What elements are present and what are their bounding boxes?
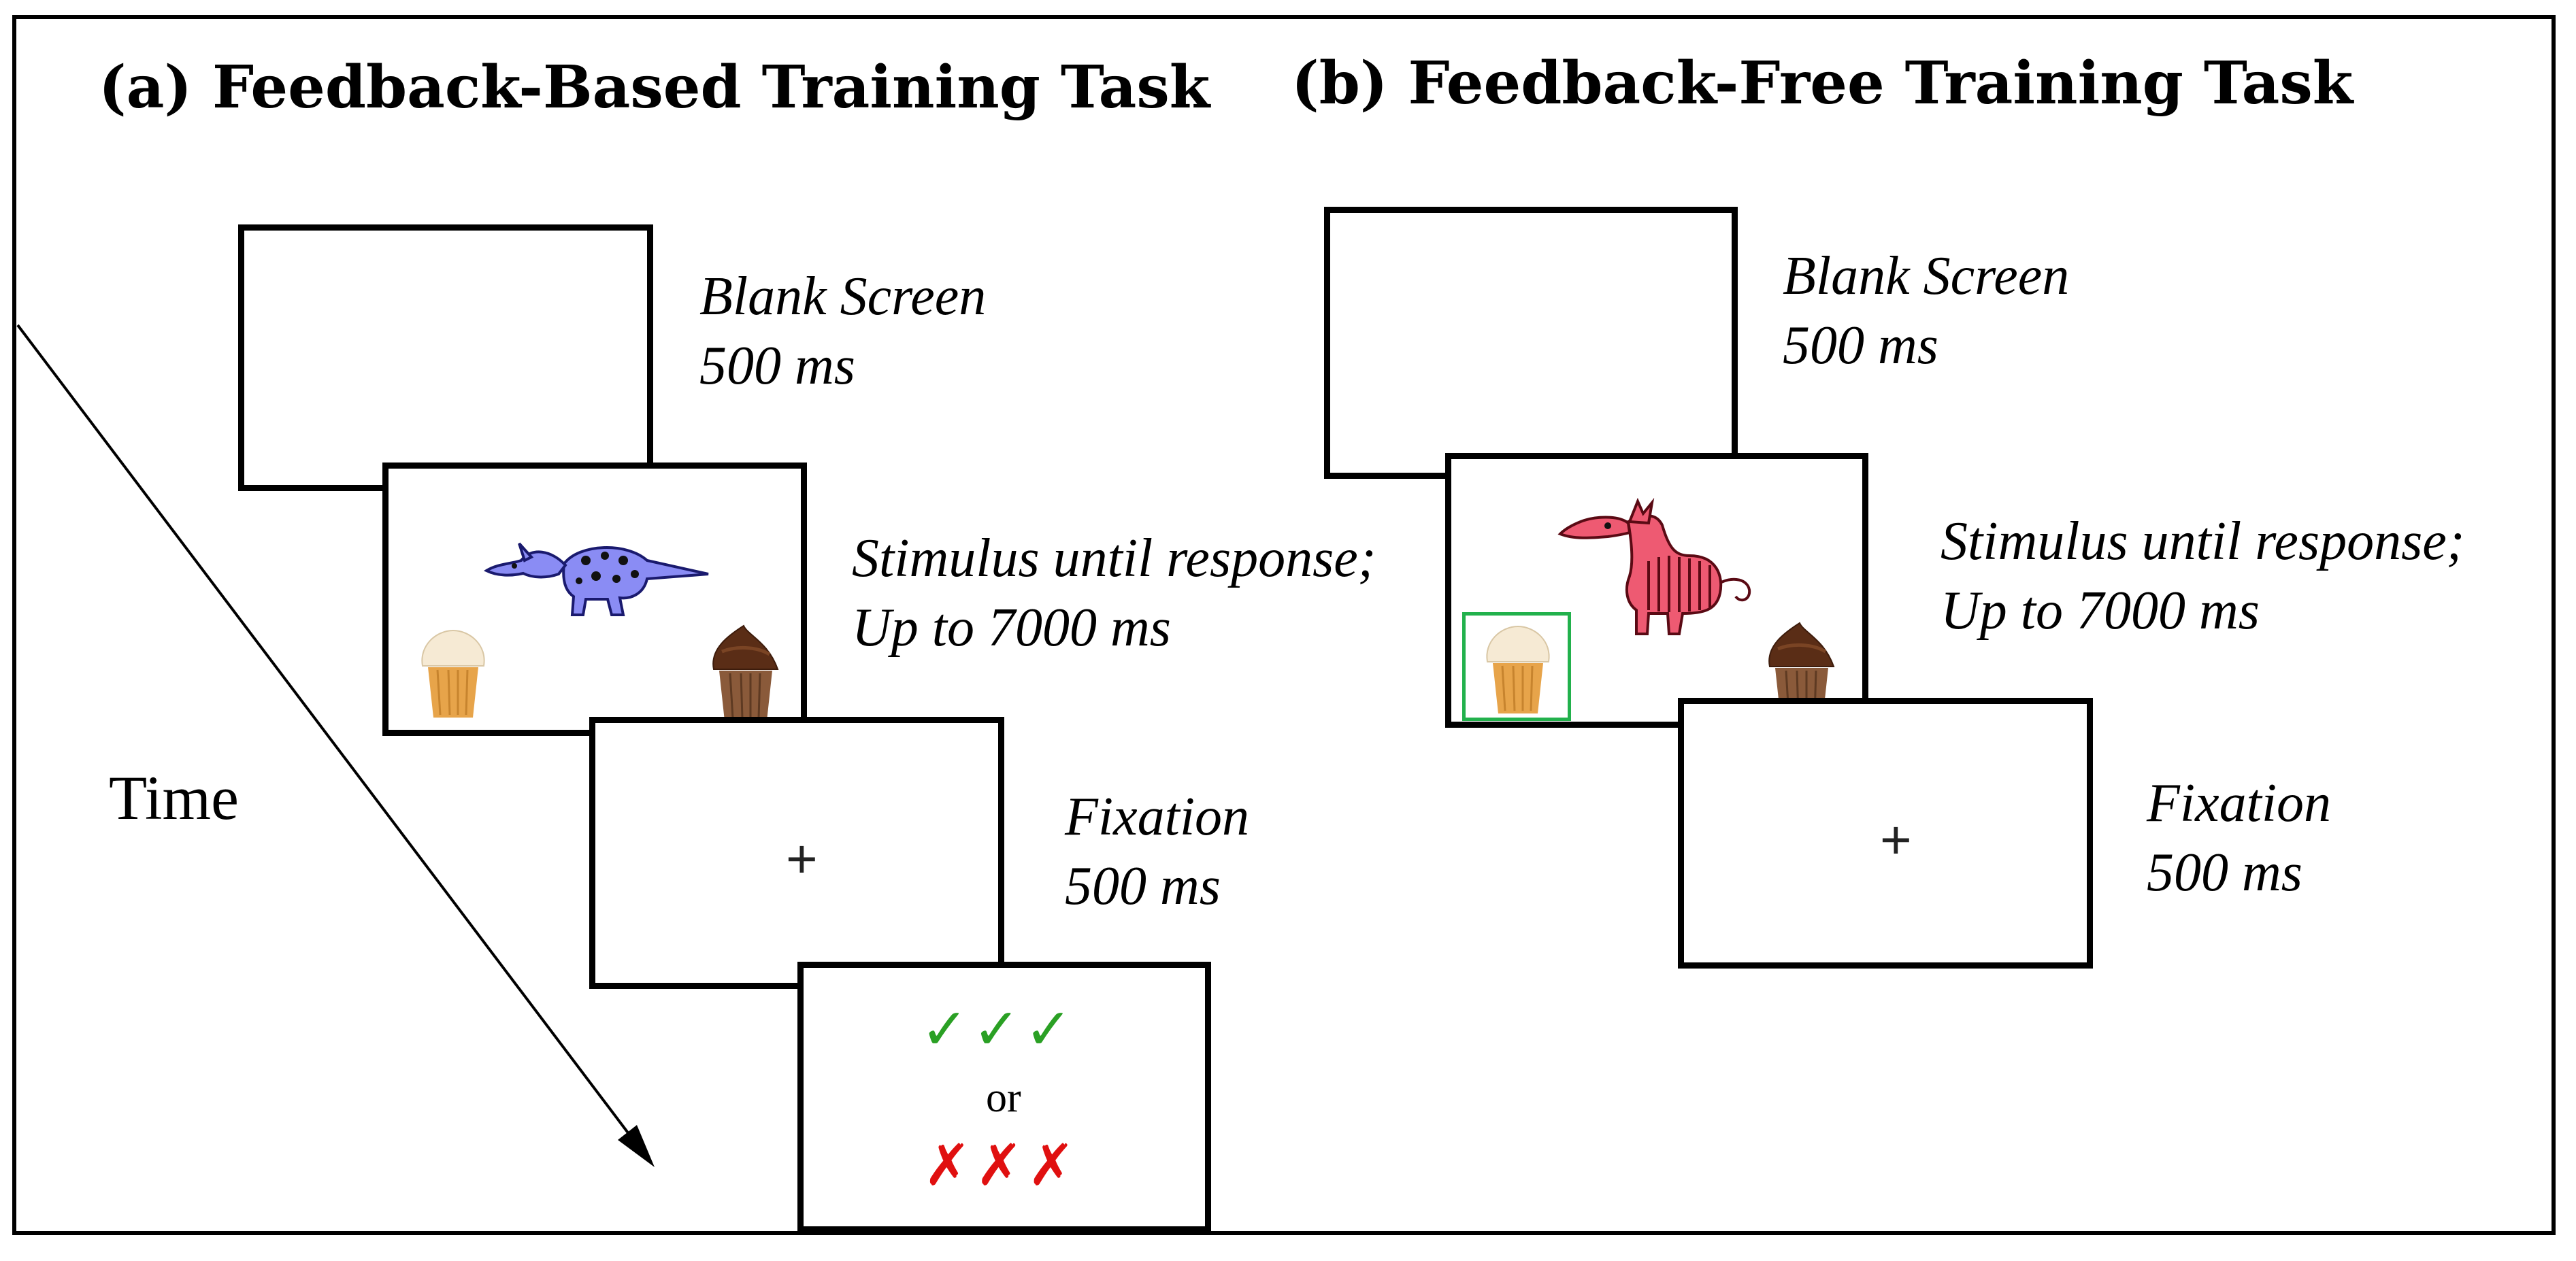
vanilla-cupcake-image [1486, 625, 1550, 713]
panel-a-feedback-screen: ✓✓✓ or ✗✗✗ [797, 962, 1211, 1232]
panel-b-blank-label: Blank Screen [1783, 246, 2070, 306]
wrong-crosses: ✗✗✗ [923, 1132, 1080, 1198]
selection-highlight-box [1462, 612, 1571, 721]
panel-b-blank-duration: 500 ms [1783, 316, 1938, 375]
panel-b-fixation-label: Fixation [2147, 773, 2332, 833]
panel-a-stimulus-duration: Up to 7000 ms [852, 598, 1171, 658]
red-creature-image [1557, 497, 1751, 635]
panel-a-stimulus-screen [382, 463, 807, 736]
panel-b-fixation-screen: + [1678, 698, 2093, 969]
time-label: Time [109, 763, 239, 833]
panel-a-fixation-screen: + [589, 717, 1004, 989]
panel-b-stimulus-screen [1445, 453, 1868, 728]
panel-a-blank-screen [238, 224, 653, 491]
panel-b-stimulus-label: Stimulus until response; [1941, 511, 2465, 571]
panel-b-title: (b) Feedback-Free Training Task [1291, 49, 2354, 118]
panel-a-fixation-label: Fixation [1065, 787, 1250, 847]
panel-a-fixation-cross: + [786, 828, 818, 889]
panel-a-title: (a) Feedback-Based Training Task [99, 53, 1210, 122]
panel-b-stimulus-duration: Up to 7000 ms [1941, 581, 2260, 641]
panel-a-blank-label: Blank Screen [699, 267, 987, 326]
blue-creature-image [483, 542, 709, 616]
correct-checkmarks: ✓✓✓ [921, 996, 1077, 1062]
panel-a-blank-duration: 500 ms [699, 336, 855, 396]
panel-b-blank-screen [1324, 207, 1738, 479]
vanilla-cupcake-image [421, 629, 485, 718]
chocolate-cupcake-image [712, 624, 779, 721]
panel-a-stimulus-label: Stimulus until response; [852, 528, 1376, 588]
panel-a-fixation-duration: 500 ms [1065, 856, 1221, 916]
panel-b-fixation-cross: + [1880, 809, 1912, 870]
feedback-or-text: or [986, 1075, 1021, 1121]
panel-b-fixation-duration: 500 ms [2147, 843, 2302, 903]
